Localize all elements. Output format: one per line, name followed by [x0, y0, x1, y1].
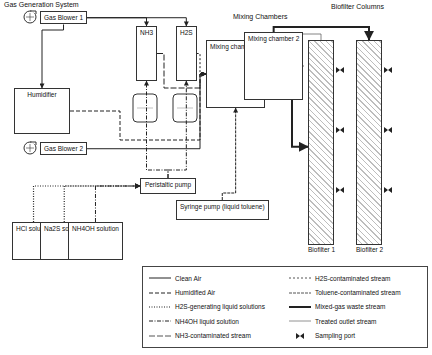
legend-text: NH3-contaminated stream — [175, 332, 251, 339]
legend-text: Toluene-contaminated stream — [315, 289, 401, 296]
flow-line — [197, 54, 206, 75]
flow-line — [147, 81, 168, 178]
node-label: Gas Blower 1 — [44, 14, 83, 21]
flow-line — [87, 18, 146, 26]
legend-item: H2S-contaminated stream — [288, 271, 422, 285]
blower-icon — [24, 142, 36, 154]
legend-text: Treated outlet stream — [315, 318, 377, 325]
flow-line — [42, 24, 64, 88]
node-label: Mixing chamber 2 — [248, 35, 299, 42]
legend-sample — [288, 317, 312, 325]
flow-line — [222, 108, 235, 200]
flow-line — [168, 81, 186, 178]
legend-sample — [148, 332, 172, 340]
legend-sample — [148, 289, 172, 297]
process-box: H2S — [176, 26, 197, 81]
process-box: NH3 — [136, 26, 157, 81]
legend-text: H2S-contaminated stream — [315, 275, 391, 282]
legend: Clean AirHumidified AirH2S-generating li… — [142, 266, 428, 348]
legend-item: Humidified Air — [148, 285, 282, 299]
legend-item: H2S-generating liquid solutions — [148, 300, 282, 314]
node-label: Humidifier — [18, 91, 66, 98]
node-label: NH3 — [140, 29, 153, 36]
legend-sample — [148, 274, 172, 282]
biofilter-column: Biofilter 2 — [356, 40, 383, 253]
legend-sample — [288, 274, 312, 282]
legend-text: Clean Air — [175, 275, 201, 282]
legend-item: Sampling port — [288, 329, 422, 343]
legend-item: Toluene-contaminated stream — [288, 285, 422, 299]
flow-line — [70, 74, 206, 140]
process-box: Humidifier — [14, 88, 70, 134]
node-label: Biofilter 2 — [356, 246, 383, 253]
legend-text: Sampling port — [315, 332, 355, 339]
legend-text: Mixed-gas waste stream — [315, 303, 385, 310]
process-box: Syringe pump (liquid toluene) — [176, 200, 269, 220]
legend-text: Humidified Air — [175, 289, 215, 296]
legend-item: Clean Air — [148, 271, 282, 285]
reservoir-bottle — [133, 94, 197, 122]
legend-sample — [148, 303, 172, 311]
packed-bed — [356, 40, 382, 245]
node-label: Gas Blower 2 — [44, 145, 83, 152]
legend-sample — [288, 289, 312, 297]
packed-bed — [308, 40, 334, 245]
legend-item: NH3-contaminated stream — [148, 329, 282, 343]
section-label: Gas Generation System — [3, 1, 80, 8]
section-label: Biofilter Columns — [330, 3, 385, 10]
process-box: Gas Blower 2 — [40, 142, 87, 155]
legend-sample — [288, 303, 312, 311]
legend-item: Mixed-gas waste stream — [288, 300, 422, 314]
process-box: Mixing chamber 2 — [244, 32, 303, 100]
node-label: Biofilter 1 — [308, 246, 335, 253]
legend-item: Treated outlet stream — [288, 314, 422, 328]
biofilter-column: Biofilter 1 — [308, 40, 335, 253]
section-label: Mixing Chambers — [232, 13, 288, 20]
blower-icon — [24, 11, 36, 23]
flow-line — [87, 74, 206, 149]
flow-line — [95, 186, 140, 222]
node-label: NH4OH solution — [72, 225, 119, 232]
flow-line — [64, 186, 140, 222]
process-box: NH4OH solution — [68, 222, 123, 260]
legend-sample — [288, 332, 312, 340]
process-box: Gas Blower 1 — [40, 11, 87, 24]
legend-text: H2S-generating liquid solutions — [175, 303, 265, 310]
legend-sample — [148, 317, 172, 325]
node-label: H2S — [180, 29, 193, 36]
flow-line — [34, 186, 140, 222]
legend-item: NH4OH liquid solution — [148, 314, 282, 328]
process-box: Peristaltic pump — [140, 178, 196, 194]
node-label: Peristaltic pump — [144, 181, 192, 188]
flow-line — [87, 18, 186, 26]
node-label: Syringe pump (liquid toluene) — [180, 203, 265, 210]
legend-text: NH4OH liquid solution — [175, 318, 239, 325]
